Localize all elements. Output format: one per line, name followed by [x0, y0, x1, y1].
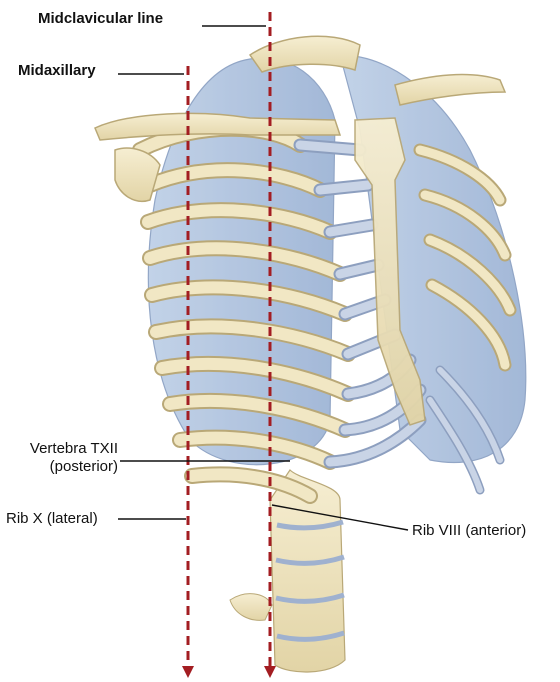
midaxillary-line-label: Midaxillary: [18, 62, 96, 79]
leader-lines: [118, 25, 409, 531]
vertebra-txii-label-line2: (posterior): [49, 458, 118, 475]
vertebral-column: [229, 469, 346, 673]
reference-arrowheads: [182, 666, 276, 678]
vertebra-txii-label: Vertebra TXII (posterior): [12, 440, 118, 476]
midclavicular-line-label: Midclavicular line: [38, 10, 164, 27]
shoulder-girdle: [94, 35, 507, 202]
midclavicular-arrowhead: [264, 666, 276, 678]
leader-rib-viii: [271, 504, 409, 531]
ribs-far-side: [413, 143, 517, 495]
sternum: [354, 117, 426, 426]
rib-viii-label: Rib VIII (anterior): [412, 522, 527, 539]
rib-x-label: Rib X (lateral): [6, 510, 98, 527]
vertebra-txii-label-line1: Vertebra TXII: [29, 440, 118, 457]
midaxillary-arrowhead: [182, 666, 194, 678]
reference-lines: [186, 12, 272, 668]
